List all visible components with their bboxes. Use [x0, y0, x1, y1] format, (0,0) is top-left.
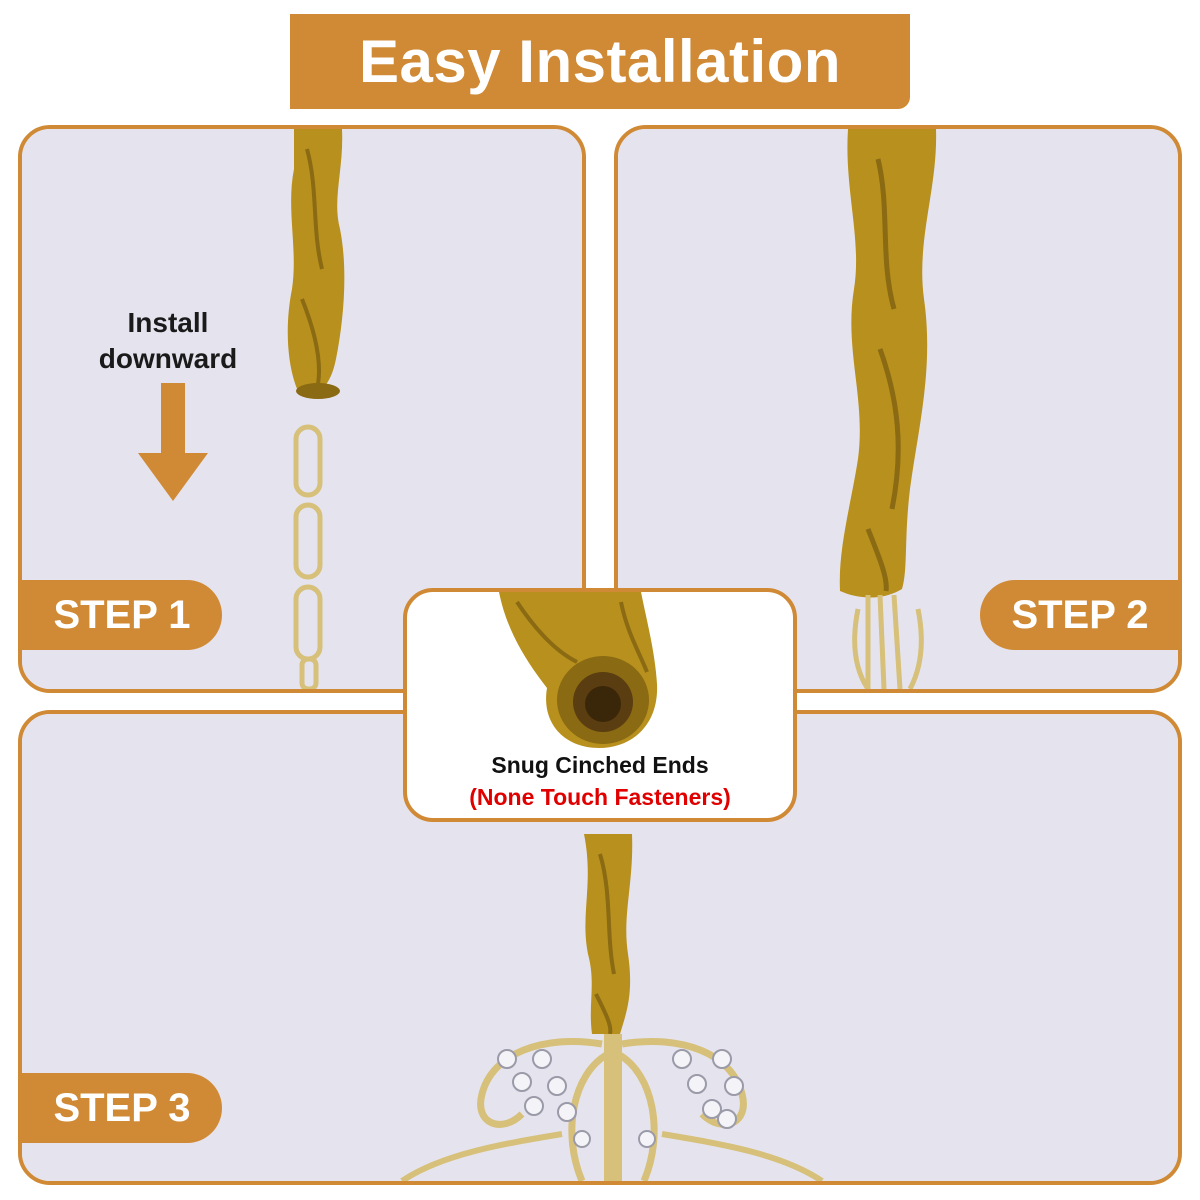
cinched-end-callout: Snug Cinched Ends (None Touch Fasteners) [403, 588, 797, 822]
step-3-label: STEP 3 [22, 1073, 222, 1143]
step-1-label: STEP 1 [22, 580, 222, 650]
hint-line-1: Install [127, 307, 209, 338]
cinched-end-closeup [499, 592, 658, 748]
callout-subtitle: (None Touch Fasteners) [469, 784, 731, 810]
page-title: Easy Installation [359, 28, 841, 95]
arrow-down-icon [138, 383, 208, 501]
hint-line-2: downward [98, 343, 238, 374]
step-2-label: STEP 2 [980, 580, 1180, 650]
callout-title: Snug Cinched Ends [491, 752, 709, 778]
title-banner: Easy Installation [290, 14, 910, 109]
install-downward-hint: Install downward [88, 305, 248, 377]
